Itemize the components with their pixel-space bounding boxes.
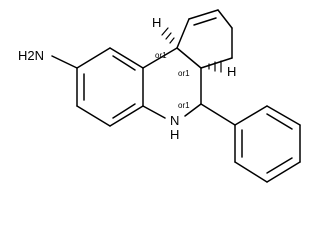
amine-bond bbox=[51, 55, 78, 69]
bond bbox=[142, 47, 178, 69]
ring-nitrogen-hydrogen-label: H bbox=[170, 127, 179, 142]
double-bond bbox=[112, 103, 136, 119]
double-bond bbox=[266, 113, 293, 130]
hash bbox=[165, 32, 172, 40]
hydrogen-top-label: H bbox=[152, 15, 161, 30]
stereo-label: or1 bbox=[178, 101, 190, 110]
structure-canvas: H2N N H H H or1 or1 or1 bbox=[18, 9, 301, 183]
bond bbox=[176, 47, 202, 69]
bond bbox=[109, 47, 144, 69]
double-bond bbox=[112, 55, 136, 71]
bond bbox=[266, 161, 301, 183]
hash bbox=[169, 37, 175, 44]
bond bbox=[76, 105, 111, 127]
bond bbox=[76, 47, 111, 69]
piperidine-ring bbox=[142, 47, 202, 119]
stereo-label: or1 bbox=[178, 69, 190, 78]
bond bbox=[234, 105, 268, 126]
benzo-ring bbox=[76, 47, 144, 127]
bond bbox=[200, 57, 233, 69]
bond bbox=[266, 105, 301, 126]
hydrogen-mid-label: H bbox=[227, 64, 236, 79]
ring-nitrogen-label: N bbox=[170, 113, 179, 128]
bond bbox=[217, 9, 233, 29]
double-bond bbox=[266, 157, 293, 174]
stereo-h-top bbox=[161, 27, 175, 44]
bond bbox=[142, 105, 166, 119]
bond bbox=[184, 103, 202, 117]
bond bbox=[109, 105, 144, 127]
bond bbox=[188, 9, 219, 20]
amine-label: H2N bbox=[18, 48, 44, 63]
stereo-label: or1 bbox=[155, 51, 167, 60]
hash bbox=[161, 27, 169, 36]
cyclopentene-ring bbox=[176, 9, 233, 69]
double-bond bbox=[193, 17, 217, 26]
molecule-diagram: H2N N H H H or1 or1 or1 bbox=[18, 9, 301, 183]
bond bbox=[234, 161, 268, 183]
bond bbox=[176, 18, 190, 49]
phenyl-ring bbox=[200, 103, 301, 183]
bond bbox=[200, 103, 236, 126]
stereo-h-mid bbox=[208, 60, 222, 73]
